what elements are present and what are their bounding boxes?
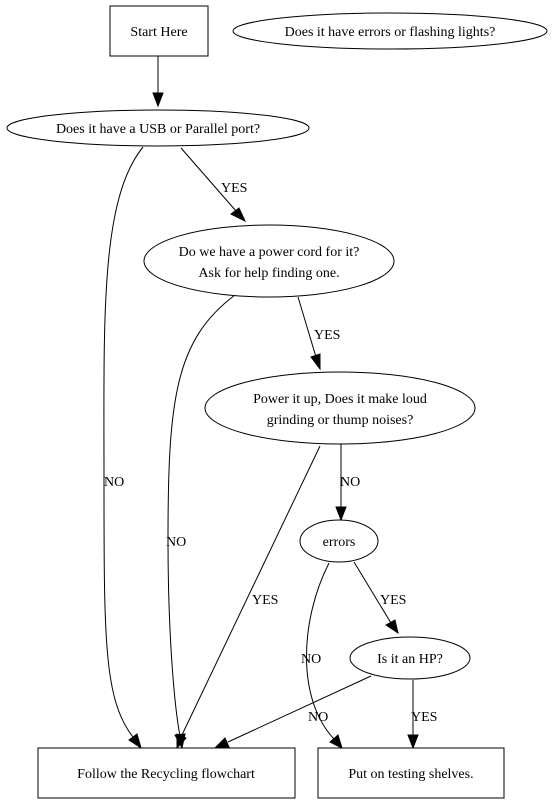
node-is-it-an-hp: Is it an HP? [349,636,471,680]
edge-hp-to-recycling: NO [213,675,372,749]
node-errors-or-flashing-lights: Does it have errors or flashing lights? [232,12,548,50]
node-errors: errors [299,519,379,563]
edge-label-power-cord-no: NO [166,535,186,550]
edge-errors-to-hp: YES [353,561,406,635]
edge-label-hp-yes: YES [411,710,437,725]
node-power-cord: Do we have a power cord for it? Ask for … [143,224,395,298]
node-recycling-flowchart: Follow the Recycling flowchart [37,747,296,799]
edge-hp-to-testing: YES [407,680,437,750]
edge-start-to-usb [152,56,164,108]
edges: YES NO YES NO NO YES [103,56,437,750]
edge-power-up-to-errors: NO [335,444,360,522]
node-power-cord-line2: Ask for help finding one. [198,266,339,281]
node-power-cord-line1: Do we have a power cord for it? [179,245,360,260]
node-start-here-label: Start Here [130,25,187,40]
edge-usb-to-power-cord: YES [180,147,247,223]
node-errors-or-flashing-lights-label: Does it have errors or flashing lights? [285,25,496,40]
edge-label-power-up-yes: YES [252,593,278,608]
node-testing-shelves: Put on testing shelves. [317,747,505,799]
nodes: Start Here Does it have errors or flashi… [6,5,548,799]
edge-label-errors-no: NO [301,652,321,667]
node-power-it-up: Power it up, Does it make loud grinding … [204,371,476,445]
edge-label-usb-yes: YES [221,181,247,196]
edge-usb-to-recycling: NO [103,146,144,750]
node-recycling-flowchart-label: Follow the Recycling flowchart [77,767,255,782]
node-power-it-up-line2: grinding or thump noises? [267,413,414,428]
node-usb-or-parallel-port: Does it have a USB or Parallel port? [6,109,310,147]
edge-label-power-cord-yes: YES [314,328,340,343]
edge-power-cord-to-recycling: NO [166,294,236,750]
node-is-it-an-hp-label: Is it an HP? [377,652,443,667]
edge-label-hp-no: NO [308,710,328,725]
edge-power-up-to-recycling: YES [176,445,321,750]
edge-label-usb-no: NO [104,475,124,490]
edge-label-power-up-no: NO [340,475,360,490]
node-testing-shelves-label: Put on testing shelves. [348,767,473,782]
node-power-it-up-line1: Power it up, Does it make loud [253,392,427,407]
node-errors-label: errors [323,535,356,550]
edge-label-errors-yes: YES [380,593,406,608]
node-start-here: Start Here [109,5,209,57]
node-usb-or-parallel-port-label: Does it have a USB or Parallel port? [56,122,260,137]
edge-errors-to-testing: NO [301,562,343,749]
edge-power-cord-to-power-up: YES [297,296,340,371]
